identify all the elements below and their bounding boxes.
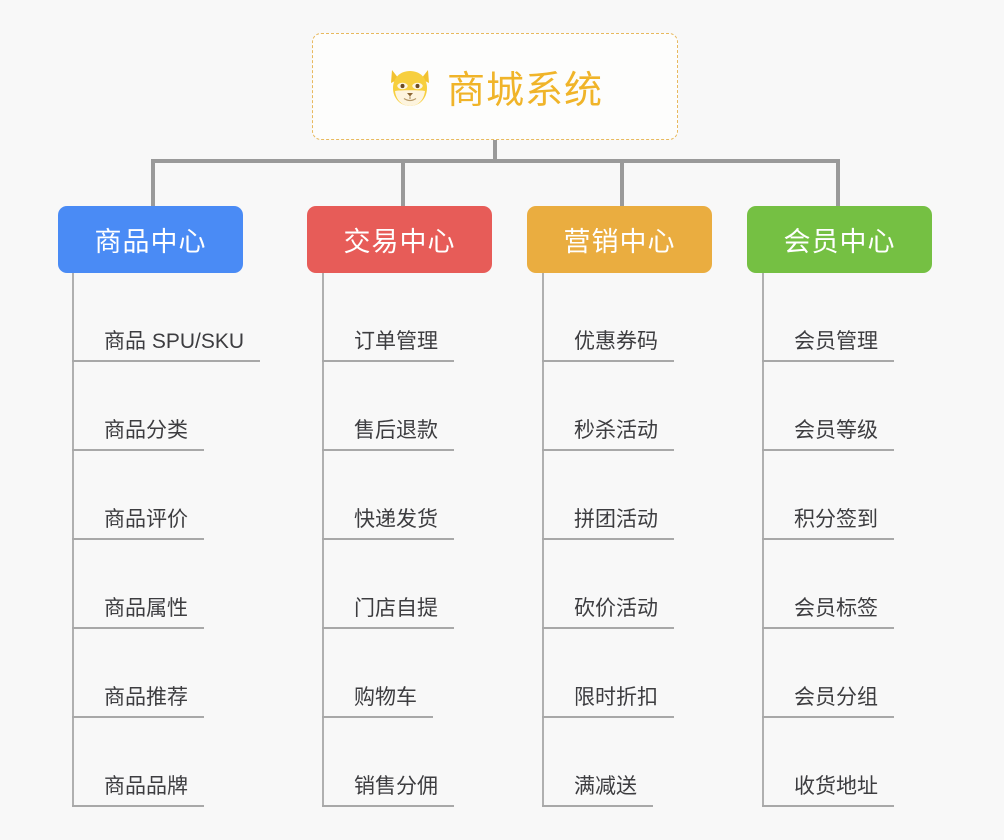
list-item[interactable]: 秒杀活动 [542,362,772,451]
leaf-column-3: 会员管理 会员等级 积分签到 会员标签 会员分组 收货地址 [762,273,992,807]
list-item[interactable]: 会员等级 [762,362,992,451]
branch-label: 会员中心 [783,227,896,257]
branch-node-3[interactable]: 会员中心 [747,206,932,273]
list-item[interactable]: 积分签到 [762,451,992,540]
leaf-label: 商品品牌 [72,775,204,807]
leaf-label: 销售分佣 [322,775,454,807]
branch-node-0[interactable]: 商品中心 [58,206,243,273]
leaf-label: 商品评价 [72,508,204,540]
list-item[interactable]: 会员标签 [762,540,992,629]
list-item[interactable]: 会员分组 [762,629,992,718]
root-node[interactable]: 商城系统 [312,33,678,140]
leaf-label: 售后退款 [322,419,454,451]
leaf-spine [322,273,324,807]
root-title: 商城系统 [446,70,603,112]
leaf-label: 商品分类 [72,419,204,451]
list-item[interactable]: 销售分佣 [322,718,552,807]
leaf-label: 会员标签 [762,597,894,629]
leaf-label: 限时折扣 [542,686,674,718]
list-item[interactable]: 限时折扣 [542,629,772,718]
leaf-label: 商品属性 [72,597,204,629]
leaf-label: 订单管理 [322,330,454,362]
list-item[interactable]: 订单管理 [322,273,552,362]
leaf-spine [72,273,74,807]
leaf-label: 优惠券码 [542,330,674,362]
branch-node-1[interactable]: 交易中心 [307,206,492,273]
connector-bus [151,159,840,163]
list-item[interactable]: 收货地址 [762,718,992,807]
leaf-label: 会员管理 [762,330,894,362]
leaf-spine [762,273,764,807]
leaf-list: 订单管理 售后退款 快递发货 门店自提 购物车 销售分佣 [322,273,552,807]
branch-label: 商品中心 [94,227,207,257]
dog-face-icon [387,65,433,109]
connector-drop-3 [620,159,624,206]
list-item[interactable]: 拼团活动 [542,451,772,540]
list-item[interactable]: 商品 SPU/SKU [72,273,302,362]
leaf-label: 满减送 [542,775,653,807]
leaf-label: 快递发货 [322,508,454,540]
list-item[interactable]: 会员管理 [762,273,992,362]
list-item[interactable]: 商品推荐 [72,629,302,718]
connector-drop-1 [151,159,155,206]
leaf-column-1: 订单管理 售后退款 快递发货 门店自提 购物车 销售分佣 [322,273,552,807]
leaf-label: 砍价活动 [542,597,674,629]
leaf-list: 商品 SPU/SKU 商品分类 商品评价 商品属性 商品推荐 商品品牌 [72,273,302,807]
list-item[interactable]: 商品分类 [72,362,302,451]
leaf-list: 优惠券码 秒杀活动 拼团活动 砍价活动 限时折扣 满减送 [542,273,772,807]
leaf-label: 积分签到 [762,508,894,540]
list-item[interactable]: 门店自提 [322,540,552,629]
list-item[interactable]: 售后退款 [322,362,552,451]
connector-drop-4 [836,159,840,206]
list-item[interactable]: 满减送 [542,718,772,807]
leaf-column-0: 商品 SPU/SKU 商品分类 商品评价 商品属性 商品推荐 商品品牌 [72,273,302,807]
list-item[interactable]: 商品属性 [72,540,302,629]
leaf-label: 门店自提 [322,597,454,629]
list-item[interactable]: 商品评价 [72,451,302,540]
leaf-spine [542,273,544,807]
leaf-label: 收货地址 [762,775,894,807]
leaf-label: 商品推荐 [72,686,204,718]
leaf-label: 商品 SPU/SKU [72,330,261,362]
leaf-column-2: 优惠券码 秒杀活动 拼团活动 砍价活动 限时折扣 满减送 [542,273,772,807]
leaf-label: 会员等级 [762,419,894,451]
connector-drop-2 [401,159,405,206]
branch-label: 交易中心 [343,227,456,257]
list-item[interactable]: 商品品牌 [72,718,302,807]
list-item[interactable]: 购物车 [322,629,552,718]
leaf-label: 购物车 [322,686,433,718]
list-item[interactable]: 优惠券码 [542,273,772,362]
connector-root-stem [493,140,497,162]
branch-label: 营销中心 [563,227,676,257]
leaf-label: 拼团活动 [542,508,674,540]
branch-node-2[interactable]: 营销中心 [527,206,712,273]
list-item[interactable]: 快递发货 [322,451,552,540]
leaf-label: 秒杀活动 [542,419,674,451]
leaf-list: 会员管理 会员等级 积分签到 会员标签 会员分组 收货地址 [762,273,992,807]
list-item[interactable]: 砍价活动 [542,540,772,629]
leaf-label: 会员分组 [762,686,894,718]
